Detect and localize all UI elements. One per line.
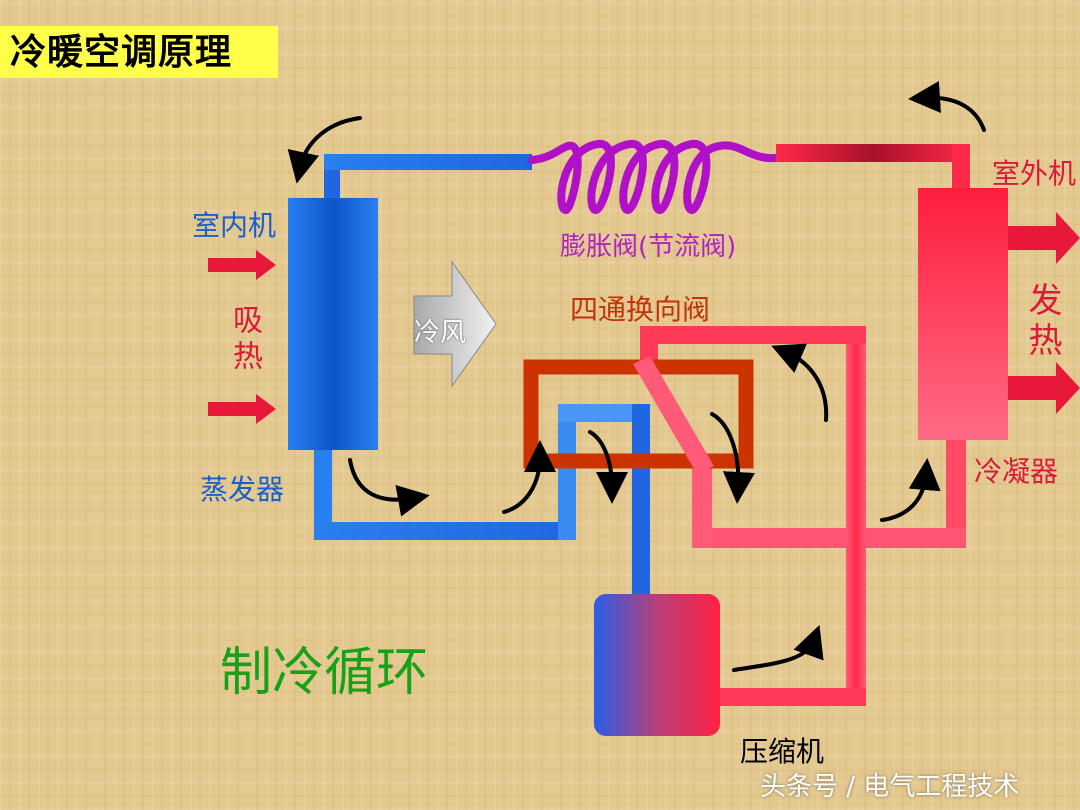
heat-in-arrow-top xyxy=(208,250,276,280)
expansion-valve-coil xyxy=(528,140,780,214)
flow-arrow-valve-down-right xyxy=(710,412,755,504)
flow-arrow-valve-down-left xyxy=(588,430,628,504)
cold-air-label: 冷风 xyxy=(414,318,467,348)
cycle-name-label: 制冷循环 xyxy=(220,643,429,703)
compressor-unit xyxy=(594,594,720,736)
evaporator-label: 蒸发器 xyxy=(200,473,285,506)
four-way-valve xyxy=(523,356,754,474)
release-heat-label: 发热 xyxy=(1022,282,1062,362)
flow-arrow-to-valve xyxy=(502,440,556,514)
condenser-label: 冷凝器 xyxy=(974,455,1059,488)
four-way-valve-label: 四通换向阀 xyxy=(570,293,711,326)
flow-arrow-compressor-out xyxy=(732,624,824,672)
flow-arrow-condenser-top xyxy=(908,81,986,132)
cold-pipe-top xyxy=(324,154,532,200)
hot-pipe-network xyxy=(640,326,966,706)
condenser-unit xyxy=(918,188,1008,440)
flow-arrow-condenser-in xyxy=(880,458,941,522)
heat-in-arrow-bottom xyxy=(208,394,276,424)
outdoor-unit-label: 室外机 xyxy=(992,157,1077,190)
flow-arrow-valve-up xyxy=(771,343,829,422)
flow-arrow-evaporator-in xyxy=(287,116,362,184)
heat-out-arrow-top xyxy=(1008,212,1080,264)
flow-arrow-evaporator-out xyxy=(348,458,430,517)
absorb-heat-label: 吸热 xyxy=(227,304,262,376)
compressor-label: 压缩机 xyxy=(740,735,825,768)
watermark: 头条号 / 电气工程技术 xyxy=(760,772,1020,802)
evaporator-unit xyxy=(288,198,378,450)
hot-pipe-top xyxy=(776,144,970,194)
heat-out-arrow-bottom xyxy=(1008,362,1080,414)
cold-air-arrow xyxy=(413,260,497,388)
page-title: 冷暖空调原理 xyxy=(0,26,278,78)
indoor-unit-label: 室内机 xyxy=(192,209,277,242)
expansion-valve-label: 膨胀阀(节流阀) xyxy=(560,232,737,262)
